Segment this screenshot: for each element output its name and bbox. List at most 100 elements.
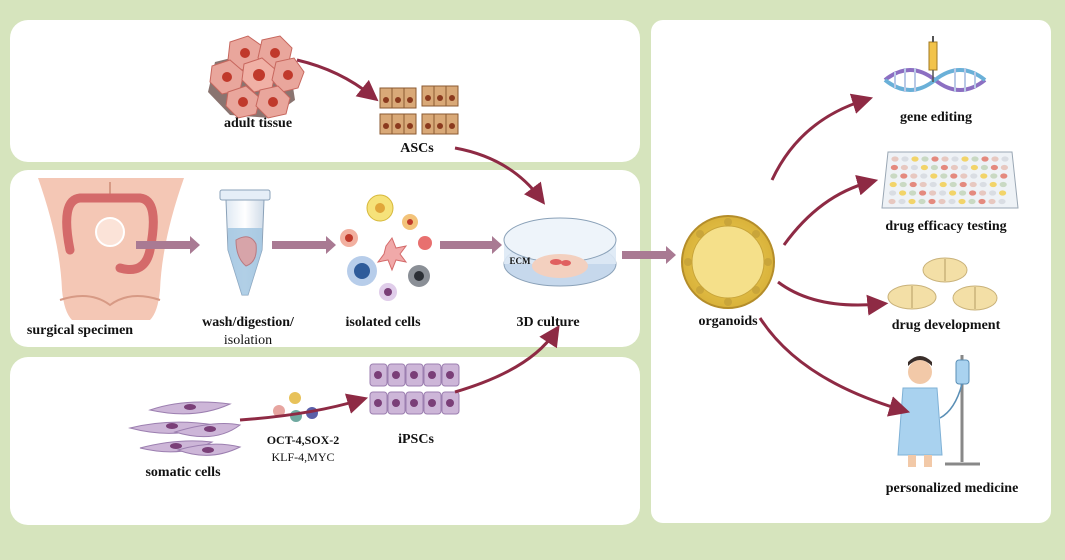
well xyxy=(988,198,996,205)
well xyxy=(978,198,986,205)
well xyxy=(940,164,949,171)
well xyxy=(998,198,1006,205)
block-arrows xyxy=(136,236,676,264)
well xyxy=(990,173,998,179)
well xyxy=(989,190,997,196)
well xyxy=(930,164,939,171)
well xyxy=(969,190,977,196)
well xyxy=(979,181,987,188)
well xyxy=(920,173,928,179)
well xyxy=(911,156,919,162)
isolated-cells-icon xyxy=(340,194,432,301)
label-isolation: isolation xyxy=(223,333,273,348)
label-ipscs: iPSCs xyxy=(398,432,434,447)
well xyxy=(889,190,897,196)
panel-adult-tissue xyxy=(10,20,640,162)
well xyxy=(918,198,926,205)
well xyxy=(948,198,956,205)
well xyxy=(901,156,909,162)
well xyxy=(990,164,999,171)
well xyxy=(1000,173,1008,179)
well xyxy=(968,198,976,205)
well xyxy=(991,156,999,162)
well xyxy=(958,198,966,205)
well xyxy=(921,156,929,162)
well xyxy=(959,190,967,196)
well xyxy=(888,198,896,205)
well xyxy=(999,190,1007,196)
well xyxy=(989,181,997,188)
well xyxy=(908,198,916,205)
label-isolated-cells: isolated cells xyxy=(345,315,421,330)
organoid-icon xyxy=(681,215,775,309)
well xyxy=(909,190,917,196)
well xyxy=(919,181,927,188)
well xyxy=(939,190,947,196)
well xyxy=(899,181,907,188)
well xyxy=(940,173,948,179)
ipsc-grid-icon xyxy=(369,363,460,415)
well xyxy=(971,156,979,162)
well xyxy=(960,164,969,171)
label-adult-tissue: adult tissue xyxy=(223,116,293,131)
well xyxy=(898,198,906,205)
well xyxy=(930,173,938,179)
fibroblast-icon xyxy=(129,401,242,456)
well xyxy=(928,198,936,205)
petri-dish-icon xyxy=(503,217,617,287)
label-organoids: organoids xyxy=(698,314,758,329)
label-drug-efficacy-testing: drug efficacy testing xyxy=(885,219,1007,234)
label-somatic-cells: somatic cells xyxy=(145,465,221,480)
label-gene-editing: gene editing xyxy=(900,110,972,125)
well xyxy=(959,181,967,188)
well xyxy=(970,164,979,171)
well xyxy=(999,181,1007,188)
well xyxy=(929,190,937,196)
well xyxy=(969,181,977,188)
dna-syringe-icon xyxy=(883,36,987,92)
label-personalized-medicine: personalized medicine xyxy=(885,481,1019,496)
well xyxy=(951,156,959,162)
well xyxy=(891,156,899,162)
well xyxy=(900,173,908,179)
abdomen-colon-icon xyxy=(38,178,184,320)
well xyxy=(920,164,929,171)
well-plate-icon xyxy=(881,151,1019,209)
well xyxy=(899,190,907,196)
label-factors-line1: OCT-4,SOX-2 xyxy=(266,433,340,447)
well xyxy=(960,173,968,179)
panel-applications xyxy=(651,20,1051,523)
well xyxy=(889,181,897,188)
epithelium-icon xyxy=(379,85,459,135)
well xyxy=(980,164,989,171)
well xyxy=(949,190,957,196)
label-surgical-specimen: surgical specimen xyxy=(26,323,134,338)
label-ecm: ECM xyxy=(509,256,531,266)
well xyxy=(900,164,909,171)
well xyxy=(949,181,957,188)
well xyxy=(979,190,987,196)
well xyxy=(961,156,969,162)
well xyxy=(950,164,959,171)
label-drug-development: drug development xyxy=(891,318,1001,333)
well xyxy=(931,156,939,162)
centrifuge-tube-icon xyxy=(219,189,271,296)
well xyxy=(929,181,937,188)
well xyxy=(919,190,927,196)
well xyxy=(938,198,946,205)
well xyxy=(1001,156,1009,162)
well xyxy=(890,164,899,171)
well xyxy=(890,173,898,179)
label-wash-digestion: wash/digestion/ xyxy=(202,315,294,330)
adult-tissue-cells-icon xyxy=(208,35,305,119)
well xyxy=(1000,164,1009,171)
well xyxy=(981,156,989,162)
patient-iv-icon xyxy=(897,355,980,467)
label-3d-culture: 3D culture xyxy=(516,315,580,330)
well xyxy=(941,156,949,162)
label-factors-line2: KLF-4,MYC xyxy=(271,450,335,464)
well xyxy=(910,173,918,179)
well xyxy=(939,181,947,188)
